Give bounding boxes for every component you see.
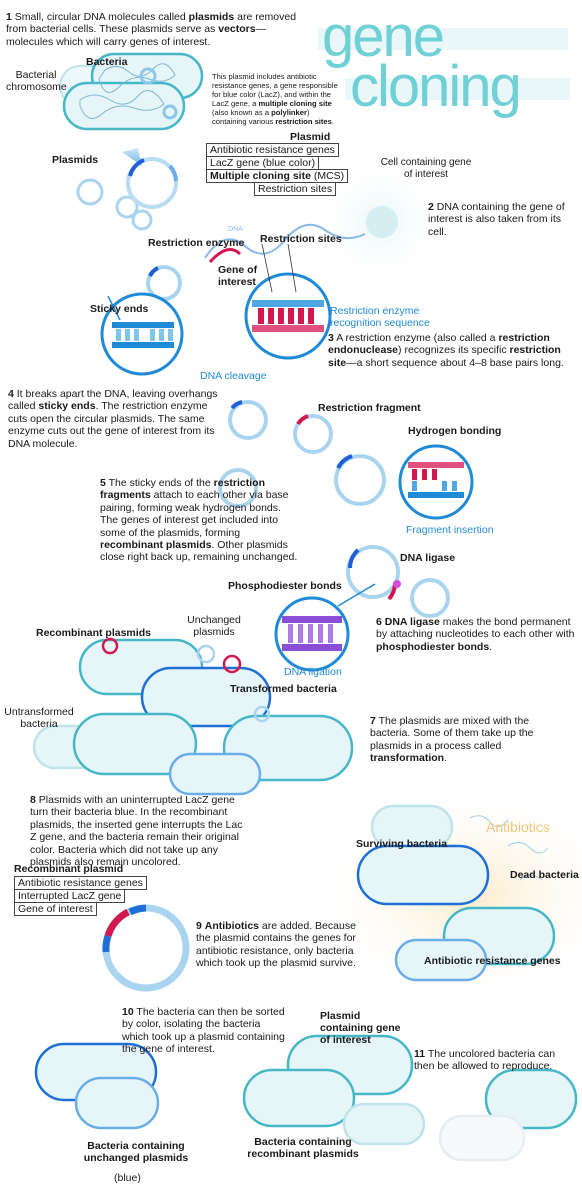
chromosome [79,63,176,119]
label-antibiotic-resistance-genes: Antibiotic resistance genes [206,143,339,157]
label-surviving-bacteria: Surviving bacteria [356,838,448,850]
key-gene-of-interest: Gene of interest [14,902,97,916]
label-blue-note: (blue) [114,1172,141,1184]
plasmid-note: This plasmid includes antibiotic resista… [212,72,338,126]
bacterium [59,52,204,131]
plasmid-small [76,67,178,231]
plasmid [218,400,450,618]
plasmid-small [101,637,271,723]
bacterium [32,638,354,796]
label-dna-cleavage: DNA cleavage [200,370,267,382]
step-11-text: 11 The uncolored bacteria can then be al… [414,1048,556,1073]
dna-strand [204,223,366,259]
label-lacz: LacZ gene (blue color) [206,156,320,170]
label-phosphodiester-bonds: Phosphodiester bonds [228,580,342,592]
step-8-text: 8 Plasmids with an uninterrupted LacZ ge… [30,794,243,869]
key-antibiotic-resistance-genes: Antibiotic resistance genes [14,876,147,890]
step-10-text: 10 The bacteria can then be sorted by co… [122,1006,285,1056]
step-7-text: 7 The plasmids are mixed with the bacter… [370,715,534,765]
label-bacteria-unchanged: Bacteria containing unchanged plasmids [83,1140,189,1164]
label-antibiotics: Antibiotics [486,819,550,835]
title-gene: gene [322,4,445,69]
bacterium [356,804,556,982]
label-bacteria: Bacteria [86,56,128,68]
magnifier-cleavage [100,292,184,376]
label-gene-of-interest: Gene of interest [218,264,258,288]
step-9-text: 9 Antibiotics are added. Because the pla… [196,920,356,970]
label-restriction-sites-2: Restriction sites [260,233,342,245]
step-5-text: 5 The sticky ends of the restriction fra… [100,477,298,564]
label-plasmid: Plasmid [290,131,331,143]
label-recombinant-plasmid: Recombinant plasmid [14,863,124,875]
bacterium [34,1042,160,1130]
label-mcs: Multiple cloning site (MCS) [206,169,349,183]
label-plasmid-gene: Plasmid containing gene of interest [320,1010,401,1046]
bacterium [242,1034,578,1162]
label-transformed-bacteria: Transformed bacteria [230,683,337,695]
label-cell-gene: Cell containing gene of interest [380,157,472,180]
label-dna: DNA [228,226,243,233]
step-3-text: 3 A restriction enzyme (also called a re… [328,332,564,369]
step-1-text: 1 Small, circular DNA molecules called p… [6,11,297,48]
title-band [345,78,570,100]
label-restriction-fragment: Restriction fragment [318,402,421,414]
arrow-shape [122,148,142,166]
dna-cleavage-ladder [112,322,174,348]
nucleus [366,206,398,238]
step-4-text: 4 It breaks apart the DNA, leaving overh… [8,388,218,450]
label-antibiotic-resistance-genes-2: Antibiotic resistance genes [424,955,561,967]
label-plasmids: Plasmids [52,154,99,166]
step-2-text: 2 DNA containing the gene of interest is… [428,201,565,238]
label-dna-ligation: DNA ligation [284,666,342,678]
title-cloning: cloning [350,54,522,119]
label-unchanged-plasmids: Unchanged plasmids [187,614,241,638]
label-restriction-enzyme: Restriction enzyme [148,237,245,249]
label-dead-bacteria: Dead bacteria [510,869,579,881]
step-number: 1 [6,11,12,23]
label-fragment-insertion: Fragment insertion [406,524,494,536]
recognition-ladder [252,300,324,332]
label-dna-ligase: DNA ligase [400,552,456,564]
label-bacterial-chromosome: Bacterial chromosome [6,69,67,93]
title-band [318,28,568,50]
label-untransformed-bacteria: Untransformed bacteria [4,706,74,730]
magnifier-insertion [398,444,474,520]
key-interrupted-lacz: Interrupted LacZ gene [14,889,126,903]
dead-bacteria-debris [469,815,549,881]
label-recombinant-plasmids: Recombinant plasmids [36,627,151,639]
ligation-ladder [282,616,342,651]
label-hydrogen-bonding: Hydrogen bonding [408,425,502,437]
plasmid [126,157,178,209]
insertion-ladder [408,462,464,498]
label-sticky-ends: Sticky ends [90,303,149,315]
label-recognition-sequence: Restriction enzyme recognition sequence [330,305,430,329]
label-bacteria-recombinant: Bacteria containing recombinant plasmids [247,1136,359,1160]
step-6-text: 6 DNA ligase makes the bond permanent by… [376,616,575,653]
label-restriction-sites: Restriction sites [254,182,337,196]
